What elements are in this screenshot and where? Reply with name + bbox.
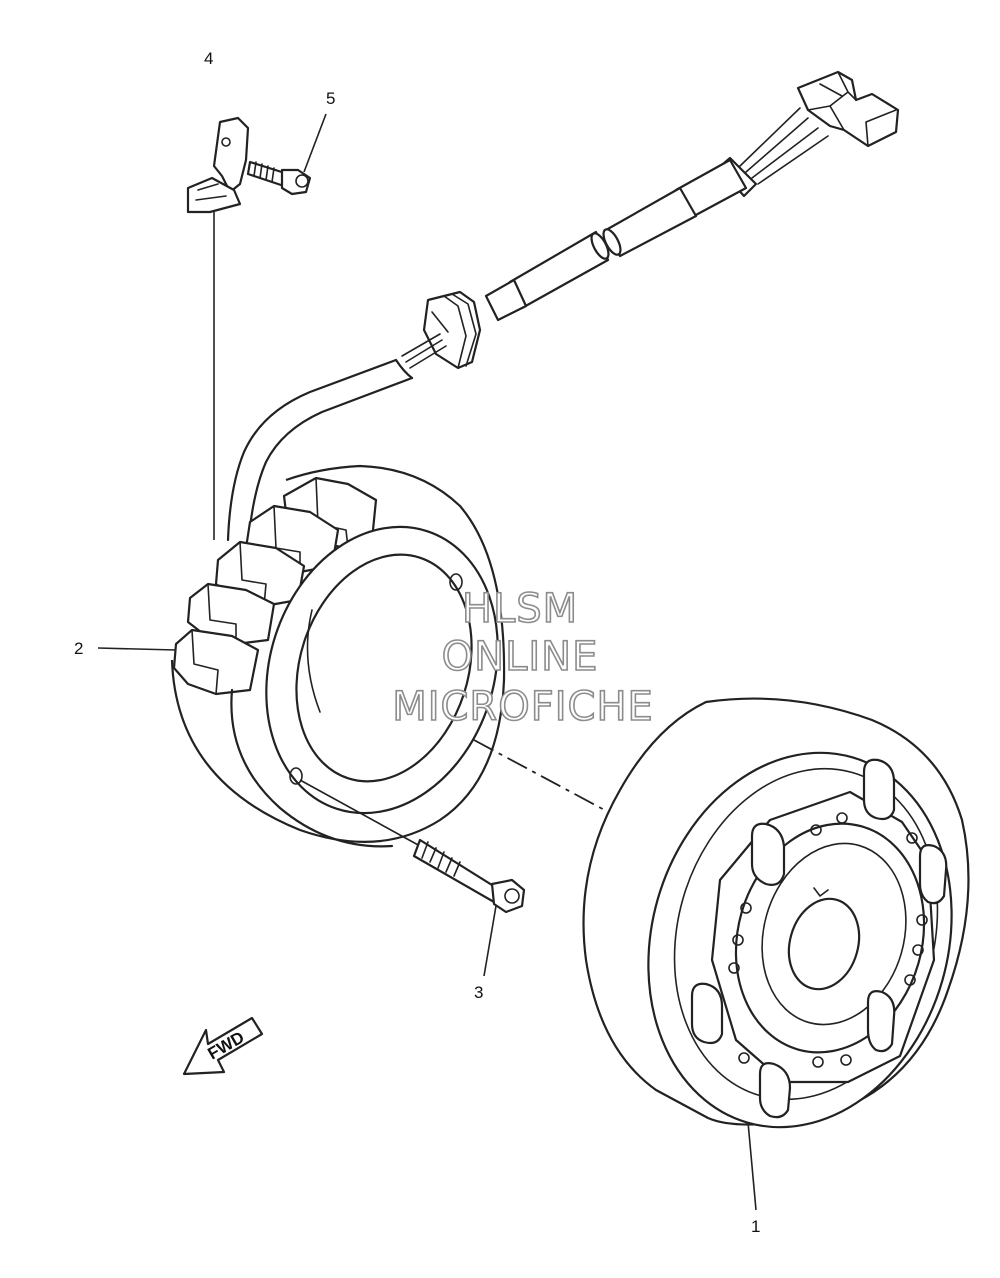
callout-label-1: 1 (751, 1217, 760, 1236)
harness-connector (796, 70, 900, 148)
callout-label-5: 5 (326, 89, 335, 108)
part-4-bracket (186, 116, 250, 214)
flywheel-bosses (690, 758, 948, 1119)
flywheel-rivet-holes (728, 812, 928, 1068)
part-2-stator (170, 464, 506, 848)
watermark-line-1: HLSM (462, 586, 578, 632)
part-1-flywheel (582, 697, 970, 1129)
wire-harness (226, 70, 900, 550)
fwd-direction-arrow: FWD (182, 1016, 264, 1076)
callout-label-4: 4 (204, 49, 213, 68)
callout-label-2: 2 (74, 639, 83, 658)
watermark-line-2: ONLINE (442, 634, 599, 680)
watermark: HLSM ONLINE MICROFICHE (391, 585, 654, 731)
watermark-line-3: MICROFICHE (392, 684, 654, 730)
part-3-bolt (412, 838, 526, 914)
callout-label-3: 3 (474, 983, 483, 1002)
wire-grommet (422, 290, 482, 370)
part-5-bolt (246, 160, 312, 196)
